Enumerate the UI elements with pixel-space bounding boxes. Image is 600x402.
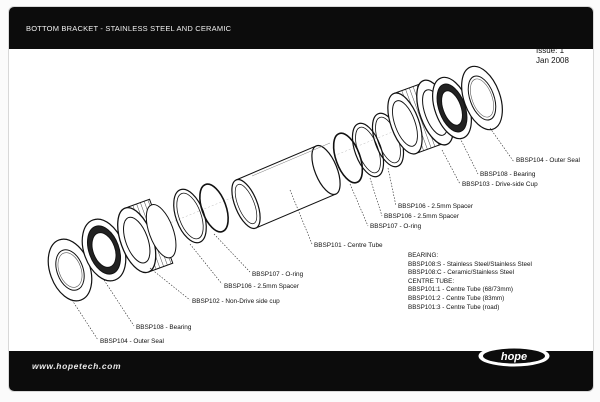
outer-seal-left-part	[47, 238, 93, 302]
non-drive-cup-part	[117, 198, 177, 274]
legend-tube-2: BBSP101:2 - Centre Tube (83mm)	[408, 294, 505, 302]
issue-date: Jan 2008	[536, 56, 569, 65]
parts-legend: BEARING: BBSP108:S - Stainless Steel/Sta…	[408, 252, 532, 312]
centre-tube-part	[231, 142, 341, 230]
callout-outer-seal-right: BBSP104 - Outer Seal	[516, 157, 580, 164]
callout-centre-tube: BBSP101 - Centre Tube	[314, 242, 383, 249]
issue-info: Issue: 1 Jan 2008	[536, 46, 569, 66]
spacer-right-1-part	[351, 122, 385, 178]
o-ring-right-part	[332, 132, 364, 184]
drawing-frame	[8, 6, 594, 392]
legend-tube-3: BBSP101:3 - Centre Tube (road)	[408, 303, 500, 311]
callout-o-ring-right: BBSP107 - O-ring	[370, 223, 422, 230]
hope-logo: hope	[478, 345, 550, 367]
document-title: BOTTOM BRACKET - STAINLESS STEEL AND CER…	[26, 24, 232, 33]
issue-number: Issue: 1	[536, 46, 565, 55]
leader-lines	[71, 127, 515, 341]
header-bar	[9, 7, 593, 49]
callout-o-ring-left: BBSP107 - O-ring	[252, 271, 304, 278]
website-link[interactable]: www.hopetech.com	[32, 361, 122, 371]
legend-tube-1: BBSP101:1 - Centre Tube (68/73mm)	[408, 286, 513, 294]
callout-non-drive-cup: BBSP102 - Non-Drive side cup	[192, 298, 280, 305]
callout-bearing-left: BBSP108 - Bearing	[136, 324, 192, 331]
bearing-right-part	[432, 76, 472, 140]
outer-seal-right-part	[461, 65, 503, 131]
callout-bearing-right: BBSP108 - Bearing	[480, 171, 536, 178]
legend-bearing-2: BBSP108:C - Ceramic/Stainless Steel	[408, 269, 515, 277]
legend-bearing-title: BEARING:	[408, 252, 439, 259]
callout-spacer-right-2: BBSP106 - 2.5mm Spacer	[384, 213, 460, 220]
legend-bearing-1: BBSP108:S - Stainless Steel/Stainless St…	[408, 260, 532, 268]
o-ring-left-part	[199, 183, 229, 233]
callout-spacer-right-1: BBSP106 - 2.5mm Spacer	[398, 203, 474, 210]
bearing-left-part	[81, 218, 127, 282]
callout-spacer-left: BBSP106 - 2.5mm Spacer	[224, 283, 300, 290]
callout-outer-seal-left: BBSP104 - Outer Seal	[100, 338, 164, 345]
legend-tube-title: CENTRE TUBE:	[408, 277, 455, 285]
logo-text: hope	[501, 351, 527, 363]
callout-drive-side-cup: BBSP103 - Drive-side Cup	[462, 181, 538, 188]
